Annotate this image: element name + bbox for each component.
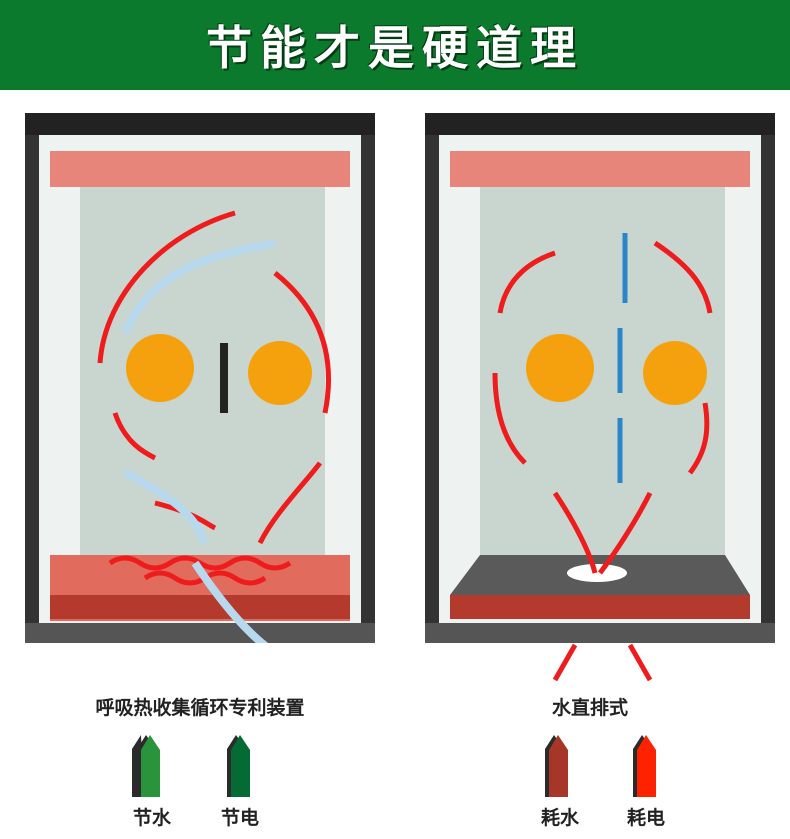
exhaust-arrows	[552, 643, 653, 682]
blue-airflow-arrows	[617, 233, 628, 483]
title-banner: 节能才是硬道理	[0, 0, 790, 90]
consume-power-indicator-icon	[633, 735, 656, 797]
consume-power-label: 耗电	[626, 807, 665, 829]
consume-water-label: 耗水	[540, 807, 579, 829]
save-power-indicator-icon	[227, 735, 250, 797]
left-caption: 呼吸热收集循环专利装置	[95, 697, 305, 719]
right-cabinet-illustration	[425, 113, 775, 643]
white-airflow-arrows	[121, 239, 276, 643]
right-caption: 水直排式	[551, 697, 628, 719]
save-power-label: 节电	[220, 807, 259, 829]
save-water-indicator-icon	[132, 735, 160, 797]
banner-title: 节能才是硬道理	[206, 21, 584, 75]
red-airflow-arrows	[492, 240, 713, 575]
consume-water-indicator-icon	[545, 735, 568, 797]
save-water-label: 节水	[132, 807, 171, 829]
left-cabinet-illustration	[25, 113, 375, 643]
red-airflow-arrows	[97, 210, 331, 586]
